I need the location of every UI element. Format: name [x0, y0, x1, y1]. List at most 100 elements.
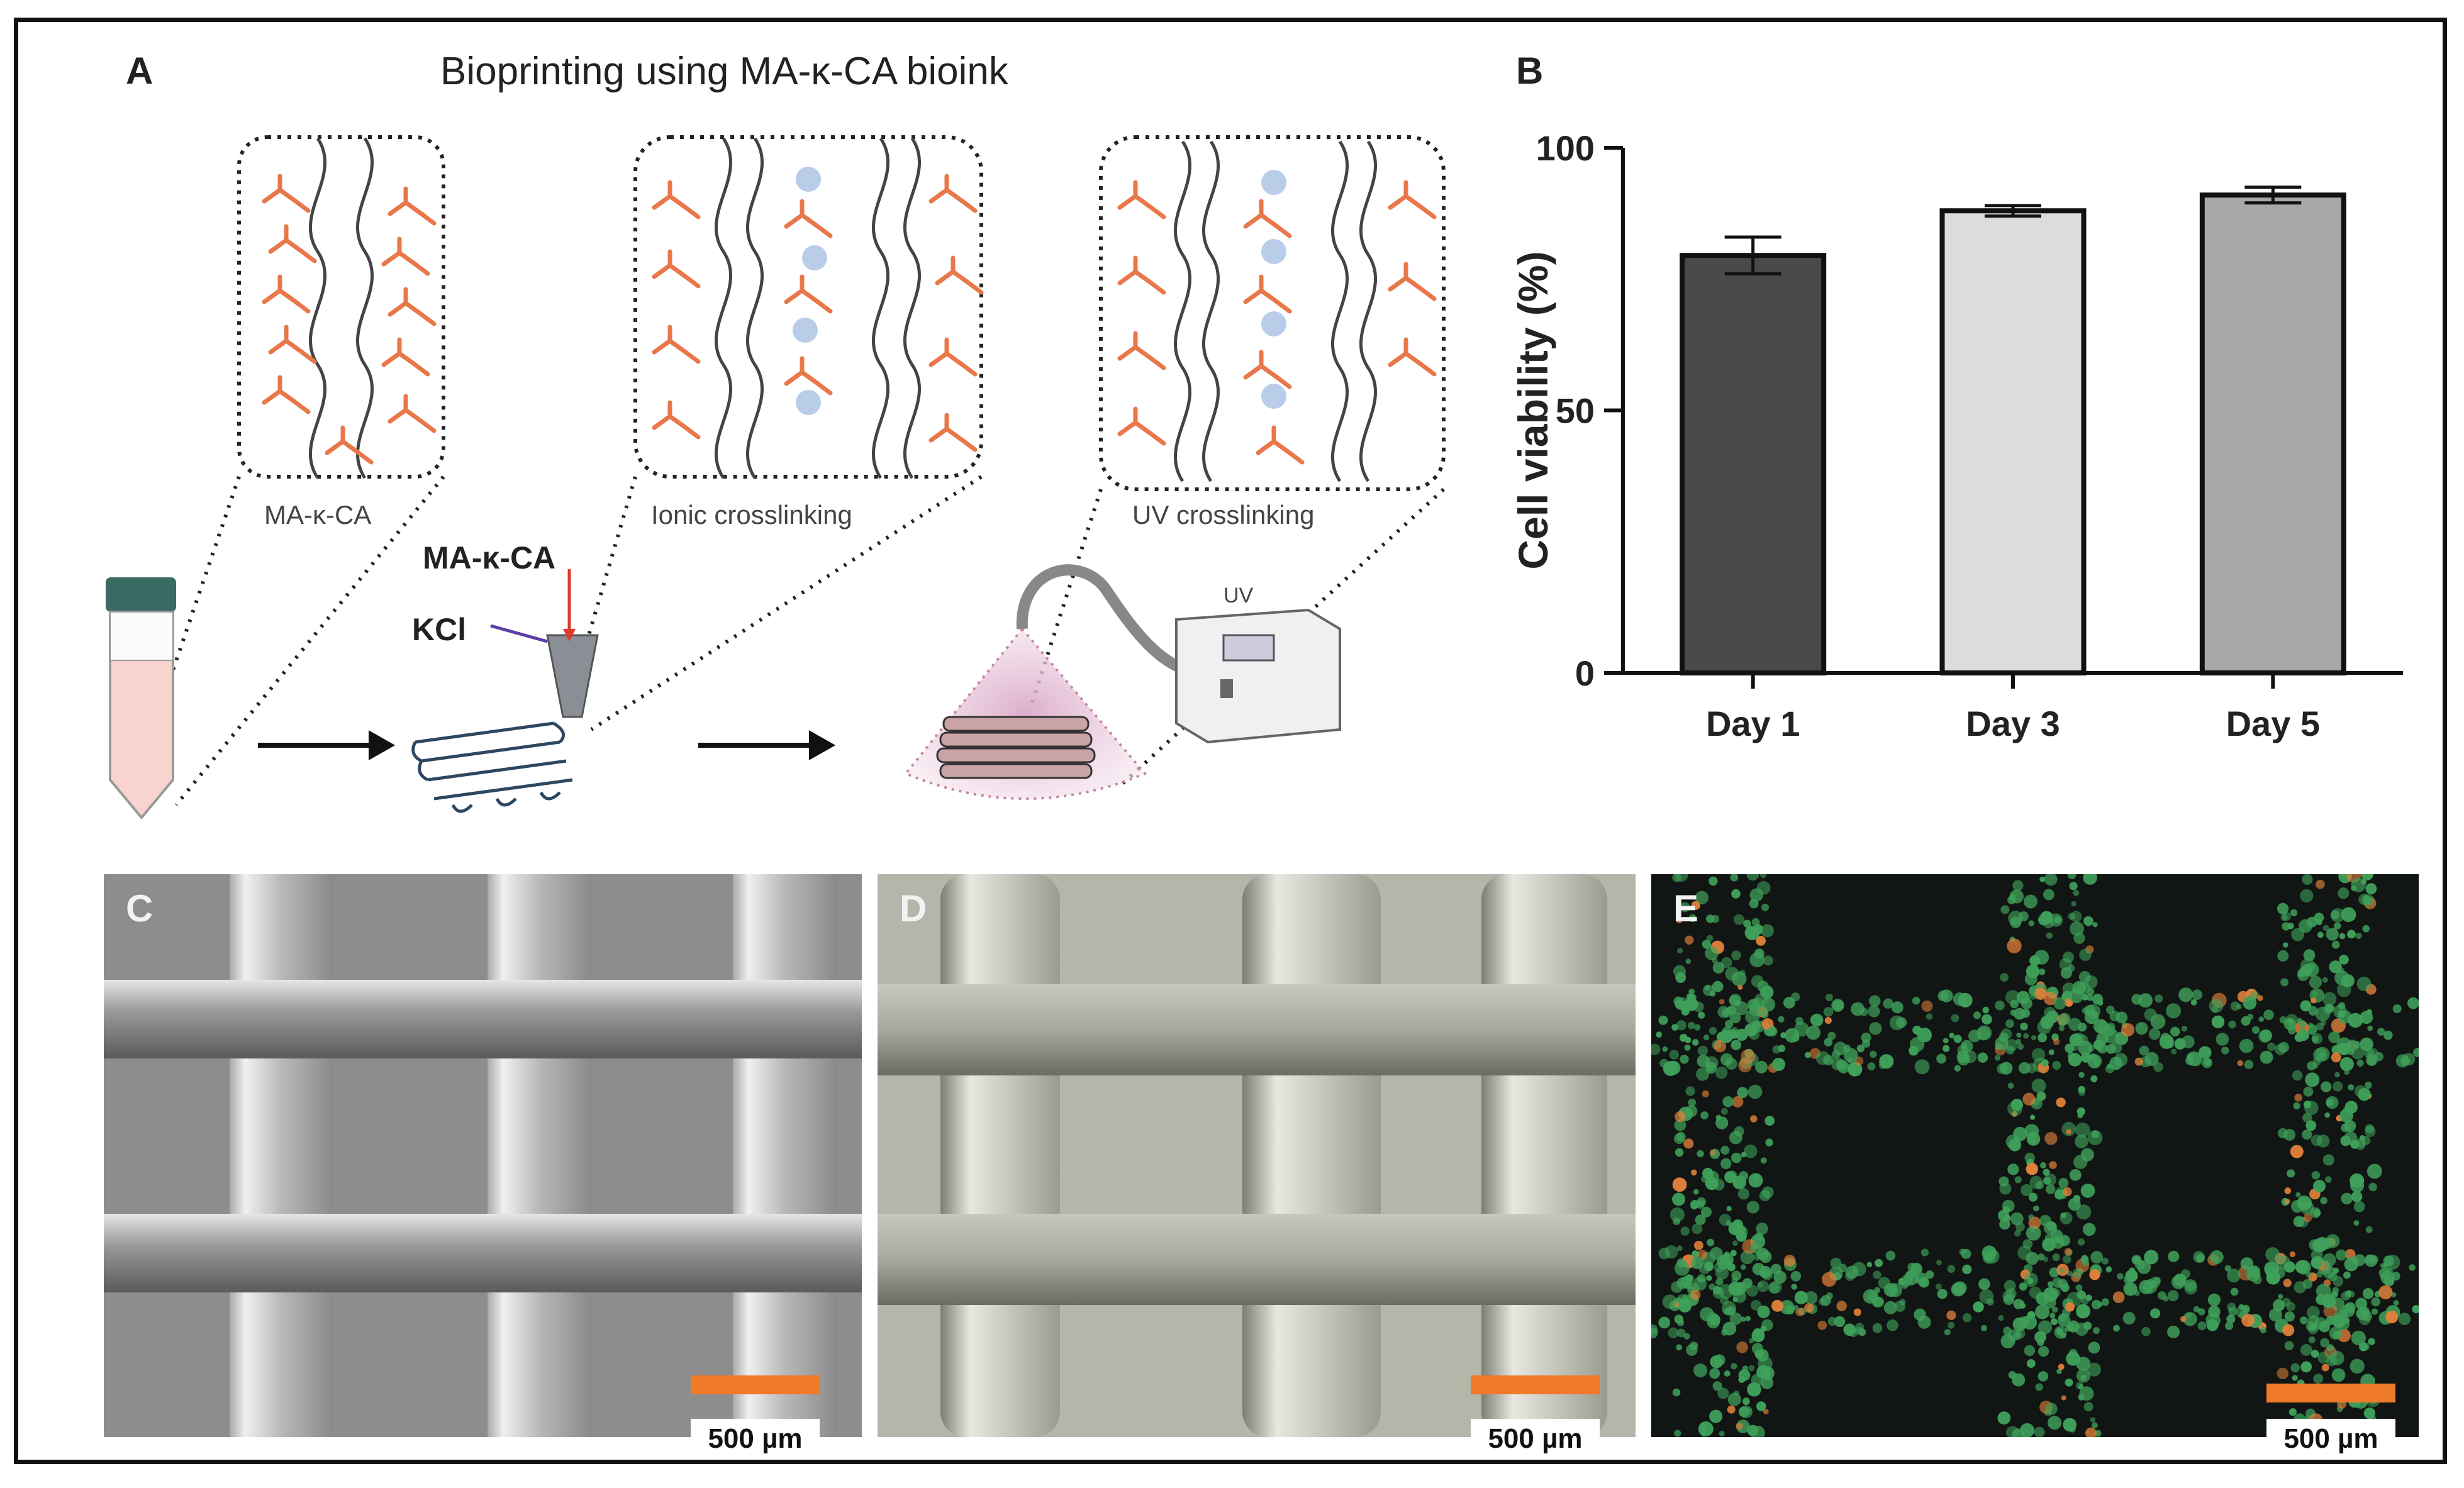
cell-dot — [2305, 1321, 2316, 1331]
cell-dot — [2019, 911, 2029, 921]
cell-dot — [1851, 1002, 1865, 1016]
cell-dot — [2300, 889, 2314, 902]
cell-dot — [2031, 1079, 2046, 1093]
cell-dot — [2048, 1049, 2054, 1055]
cell-dot — [2035, 1180, 2044, 1190]
cell-dot — [2083, 874, 2097, 885]
cell-dot — [1711, 914, 1720, 923]
cell-dot — [1953, 1035, 1962, 1043]
cell-dot — [1692, 1039, 1699, 1046]
cell-dot — [2045, 1402, 2058, 1415]
cell-dot — [2285, 1014, 2298, 1026]
cell-dot — [1869, 1022, 1882, 1035]
cell-dot — [2008, 1371, 2017, 1379]
cell-dot — [2052, 1253, 2060, 1262]
cell-dot — [1894, 1301, 1906, 1312]
cell-dot — [2039, 876, 2046, 882]
cell-dot — [1794, 1291, 1808, 1304]
cell-dot — [1748, 1173, 1763, 1188]
cell-dot — [2282, 912, 2291, 921]
cell-dot — [2093, 1327, 2100, 1335]
cell-dot — [2329, 1350, 2344, 1365]
cell-dot — [2022, 1092, 2036, 1106]
cell-dot — [1743, 1144, 1758, 1158]
cell-dot — [1943, 1038, 1949, 1043]
cell-dot — [2283, 1279, 2292, 1287]
cell-dot — [2083, 1402, 2093, 1412]
cell-dot — [2302, 1129, 2312, 1140]
cell-dot — [2362, 924, 2370, 933]
cell-dot — [2315, 1006, 2331, 1021]
cell-dot — [1685, 1086, 1695, 1096]
cell-dot — [2277, 1367, 2288, 1379]
cell-dot — [1725, 1220, 1732, 1226]
cell-dot — [1709, 991, 1716, 997]
cell-dot — [2412, 1305, 2419, 1314]
cell-dot — [2197, 1321, 2207, 1331]
cell-dot — [2057, 1314, 2071, 1327]
cell-dot — [1717, 1387, 1729, 1399]
cell-dot — [2273, 1299, 2285, 1312]
cell-dot — [1936, 1260, 1942, 1265]
cell-dot — [2199, 1046, 2212, 1059]
cell-dot — [1785, 1304, 1795, 1315]
cell-dot — [1760, 1010, 1769, 1019]
cell-dot — [2020, 1022, 2028, 1031]
cell-dot — [2113, 1324, 2120, 1332]
cell-dot — [1694, 1240, 1703, 1250]
cell-dot — [2331, 1052, 2341, 1063]
cell-dot — [2338, 1010, 2345, 1018]
panel-b-label: B — [1516, 50, 1544, 92]
cell-dot — [2277, 902, 2289, 915]
cell-dot — [1706, 1275, 1712, 1281]
cell-dot — [1981, 1324, 1987, 1331]
cell-dot — [2322, 924, 2329, 931]
cell-dot — [1715, 1278, 1724, 1286]
cell-dot — [1761, 997, 1776, 1012]
cell-dot — [2344, 1318, 2350, 1324]
cell-dot — [1909, 1037, 1925, 1052]
cell-dot — [2171, 1048, 2177, 1055]
cell-dot — [2322, 1154, 2334, 1166]
cell-dot — [1866, 1262, 1873, 1268]
cell-dot — [1756, 880, 1771, 895]
cell-dot — [2209, 998, 2224, 1013]
cell-dot — [2007, 938, 2022, 953]
cell-dot — [2365, 1081, 2372, 1089]
cell-dot — [1701, 1431, 1707, 1437]
cell-dot — [1741, 1049, 1756, 1064]
cell-dot — [1746, 874, 1759, 881]
cell-dot — [1921, 1000, 1933, 1012]
panel-d-label: D — [900, 887, 927, 930]
cell-dot — [2065, 1324, 2072, 1332]
cell-dot — [2351, 1330, 2366, 1346]
cell-dot — [2117, 1273, 2124, 1280]
cell-dot — [2051, 1288, 2061, 1297]
cell-dot — [2295, 1192, 2301, 1197]
cell-dot — [1658, 1015, 1668, 1025]
cell-dot — [2021, 1184, 2033, 1196]
cell-dot — [1757, 1305, 1770, 1318]
cell-dot — [1681, 1008, 1690, 1016]
cell-dot — [2181, 1026, 2188, 1032]
cell-dot — [2020, 1423, 2034, 1437]
cell-dot — [2365, 1124, 2374, 1133]
cell-dot — [2104, 1029, 2119, 1044]
micrograph-c — [104, 874, 862, 1437]
cell-dot — [1702, 940, 1712, 949]
cell-dot — [1705, 947, 1719, 960]
cell-dot — [2207, 1293, 2221, 1306]
cell-dot — [1726, 1306, 1736, 1316]
cell-dot — [2076, 1204, 2092, 1220]
cell-dot — [2010, 916, 2022, 928]
cell-dot — [2277, 950, 2289, 962]
cell-dot — [1669, 1050, 1680, 1060]
panel-a-label: A — [126, 50, 153, 92]
cell-dot — [1680, 1226, 1690, 1236]
cell-dot — [2284, 1199, 2290, 1204]
cell-dot — [2024, 894, 2038, 909]
cell-dot — [2140, 1056, 2151, 1067]
cell-dot — [2052, 1277, 2063, 1288]
cell-dot — [2153, 1062, 2163, 1072]
cell-dot — [1731, 1363, 1737, 1370]
